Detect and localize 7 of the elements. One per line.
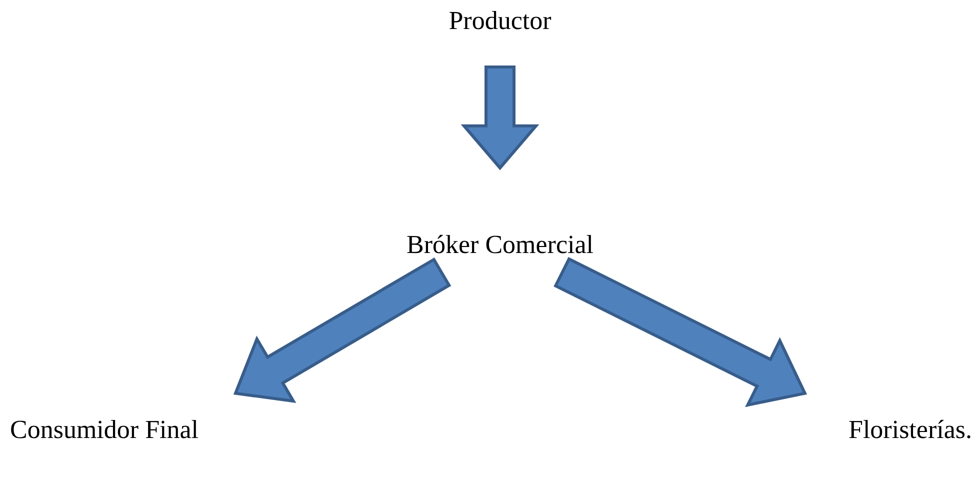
block-arrow	[233, 257, 452, 403]
node-label: Productor	[448, 6, 552, 36]
node-label: Bróker Comercial	[406, 230, 594, 260]
block-arrow	[554, 256, 808, 408]
block-arrow	[460, 66, 540, 170]
node-label: Consumidor Final	[10, 415, 199, 445]
node-label: Floristerías.	[848, 415, 972, 445]
